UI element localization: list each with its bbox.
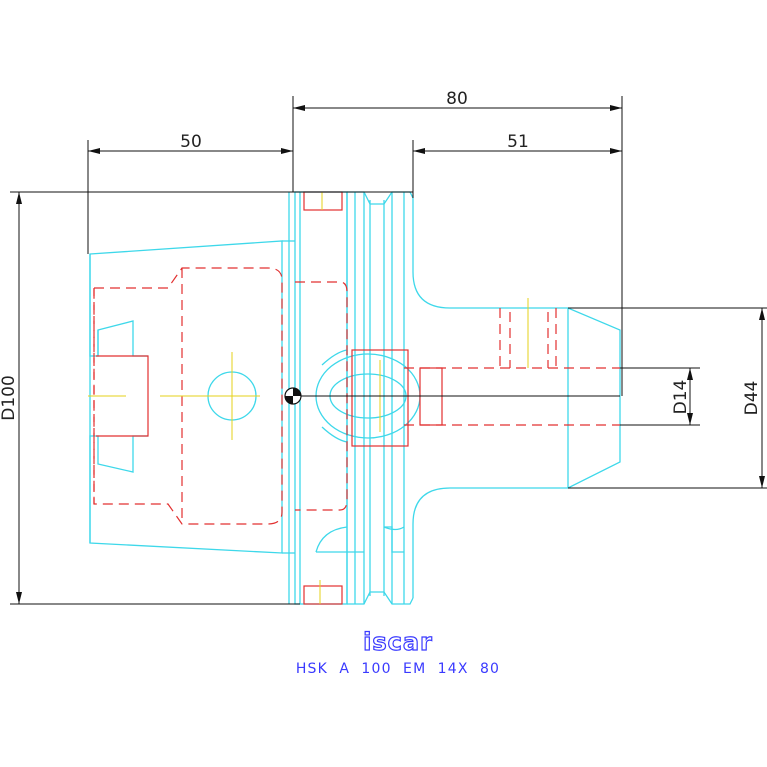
part-caption: HSK A 100 EM 14X 80 [296,661,500,677]
dim-80-label: 80 [446,89,468,109]
dimension-lines [10,96,767,605]
dim-d100-label: D100 [0,375,19,421]
iscar-logo: iscar [363,628,433,656]
dim-50-label: 50 [180,132,202,152]
origin-marker [284,387,302,405]
dim-d14-label: D14 [671,380,691,415]
dim-51-label: 51 [507,132,529,152]
dimension-arrows [16,105,765,604]
dim-d44-label: D44 [742,381,762,416]
